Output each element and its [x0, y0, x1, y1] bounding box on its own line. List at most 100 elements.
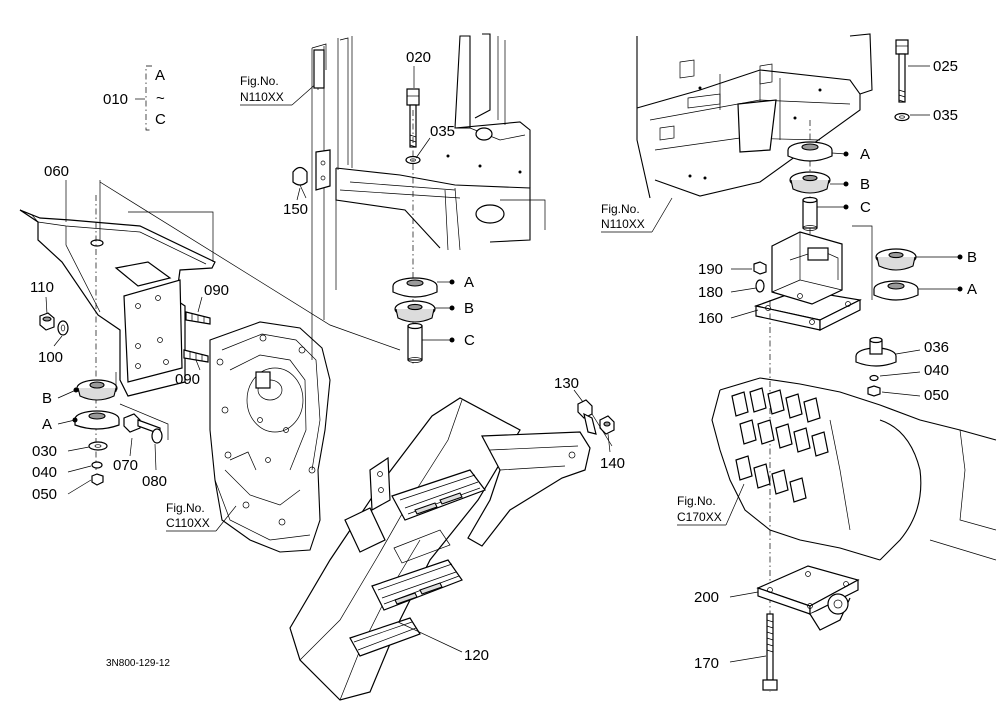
drawing-code: 3N800-129-12	[106, 658, 170, 669]
part-050-nut-right[interactable]	[867, 385, 881, 397]
part-140-nut[interactable]	[599, 415, 615, 435]
part-160-bracket[interactable]	[753, 231, 862, 331]
fig-ref-c110[interactable]: Fig.No. C110XX	[166, 501, 237, 532]
label-160[interactable]: 160	[698, 310, 723, 327]
label-C-center[interactable]: C	[464, 332, 475, 349]
fig-ref-n110-top[interactable]: Fig.No. N110XX	[240, 74, 319, 106]
label-A-center[interactable]: A	[464, 274, 474, 291]
part-180-washer[interactable]	[755, 279, 765, 293]
label-035[interactable]: 035	[430, 123, 455, 140]
label-170[interactable]: 170	[694, 655, 719, 672]
fig-ref-n110-right[interactable]: Fig.No. N110XX	[601, 197, 673, 233]
label-035-right[interactable]: 035	[933, 107, 958, 124]
part-A-mount-right2[interactable]	[873, 280, 919, 301]
label-025[interactable]: 025	[933, 58, 958, 75]
label-050-right[interactable]: 050	[924, 387, 949, 404]
fig-ref-line2: C170XX	[677, 510, 722, 524]
fig-ref-line2: N110XX	[240, 90, 284, 104]
label-090-lower[interactable]: 090	[175, 371, 200, 388]
label-C-right[interactable]: C	[860, 199, 871, 216]
label-140[interactable]: 140	[600, 455, 625, 472]
label-030[interactable]: 030	[32, 443, 57, 460]
label-060[interactable]: 060	[44, 163, 69, 180]
part-090-stud-upper[interactable]	[185, 311, 211, 325]
frame-hole	[475, 127, 493, 141]
range-from: A	[155, 67, 165, 84]
label-180[interactable]: 180	[698, 284, 723, 301]
label-036[interactable]: 036	[924, 339, 949, 356]
label-050-left[interactable]: 050	[32, 486, 57, 503]
label-080[interactable]: 080	[142, 473, 167, 490]
label-190[interactable]: 190	[698, 261, 723, 278]
part-B-mount-right2[interactable]	[875, 248, 917, 271]
label-040-left[interactable]: 040	[32, 464, 57, 481]
part-030-washer[interactable]	[88, 441, 108, 451]
fig-ref-line2: N110XX	[601, 217, 645, 231]
part-A-mount-right[interactable]	[787, 141, 833, 162]
leader-lines	[45, 65, 960, 663]
part-120-step[interactable]	[289, 397, 591, 701]
range-to: C	[155, 111, 166, 128]
label-A-right[interactable]: A	[860, 146, 870, 163]
part-150-cap[interactable]	[292, 166, 308, 199]
engine-fins-upper	[731, 387, 829, 457]
label-120[interactable]: 120	[464, 647, 489, 664]
part-100-washer[interactable]	[57, 320, 69, 336]
engine-fins-lower	[735, 455, 807, 503]
label-130[interactable]: 130	[554, 375, 579, 392]
frame-bracket	[313, 49, 325, 89]
part-B-mount-right[interactable]	[789, 171, 831, 194]
label-B-center[interactable]: B	[464, 300, 474, 317]
part-035-washer-right[interactable]	[894, 112, 910, 122]
part-A-mount-left[interactable]	[74, 410, 120, 430]
range-code: 010	[103, 91, 128, 108]
transmission-housing	[209, 321, 331, 553]
label-020[interactable]: 020	[406, 49, 431, 66]
leader-060-axis	[99, 181, 401, 351]
label-100[interactable]: 100	[38, 349, 63, 366]
part-025-bolt[interactable]	[895, 39, 909, 103]
range-tilde: ~	[156, 90, 165, 107]
label-B-right2[interactable]: B	[967, 249, 977, 266]
part-C-collar-right[interactable]	[802, 196, 818, 231]
part-170-bolt[interactable]	[762, 613, 778, 691]
fig-ref-line1: Fig.No.	[601, 202, 640, 216]
part-A-mount-center[interactable]	[392, 277, 438, 298]
label-B-left[interactable]: B	[42, 390, 52, 407]
part-B-mount-left[interactable]	[76, 379, 118, 401]
center-frame	[311, 33, 546, 360]
label-040-right[interactable]: 040	[924, 362, 949, 379]
label-A-right2[interactable]: A	[967, 281, 977, 298]
part-050-nut-left[interactable]	[91, 473, 104, 486]
label-110[interactable]: 110	[30, 279, 54, 296]
part-080-washer[interactable]	[151, 428, 163, 444]
frame-hole	[475, 204, 505, 224]
part-B-mount-center[interactable]	[394, 300, 436, 323]
range-label-010: 010 A ~ C	[103, 65, 166, 131]
part-036-mount[interactable]	[855, 336, 897, 367]
label-150[interactable]: 150	[283, 201, 308, 218]
part-060-bracket[interactable]	[19, 180, 216, 397]
label-B-right[interactable]: B	[860, 176, 870, 193]
part-200-bracket[interactable]	[756, 565, 860, 631]
label-090-upper[interactable]: 090	[204, 282, 229, 299]
fig-ref-line2: C110XX	[166, 516, 210, 530]
label-070[interactable]: 070	[113, 457, 138, 474]
frame-side-plate	[315, 149, 331, 191]
part-C-collar-center[interactable]	[407, 322, 423, 363]
part-labels: 020 035 150 060 110 100 090 090 B A 030 …	[30, 49, 977, 672]
part-130-bolt[interactable]	[577, 399, 597, 435]
part-090-stud-lower[interactable]	[183, 349, 209, 363]
right-frame	[636, 33, 873, 199]
part-040-lockwasher-left[interactable]	[91, 461, 103, 469]
part-190-nut[interactable]	[753, 261, 767, 275]
mount-box-outline	[852, 225, 873, 300]
engine-block	[711, 377, 997, 561]
part-110-nut[interactable]	[39, 312, 55, 331]
fig-ref-c170[interactable]: Fig.No. C170XX	[677, 483, 745, 526]
label-200[interactable]: 200	[694, 589, 719, 606]
part-040-lockwasher-right[interactable]	[869, 374, 879, 382]
label-A-left[interactable]: A	[42, 416, 52, 433]
